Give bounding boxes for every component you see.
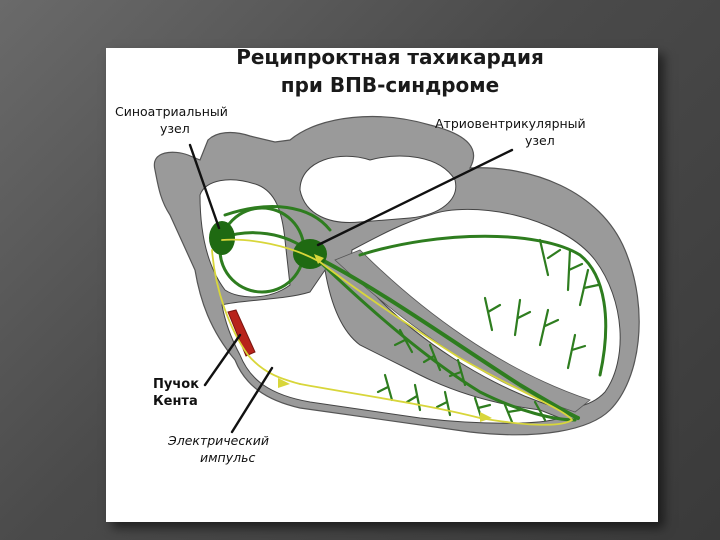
kent-bundle-label-line-2: Кента xyxy=(153,394,198,409)
impulse-label-line-2: импульс xyxy=(200,450,255,465)
diagram-title-line-2: при ВПВ-синдроме xyxy=(281,73,499,97)
av-node-label-line-1: Атриовентрикулярный xyxy=(435,116,586,131)
av-node-label-line-2: узел xyxy=(525,133,555,148)
impulse-label-line-1: Электрический xyxy=(167,433,269,448)
kent-bundle-label-line-1: Пучок xyxy=(153,377,199,392)
diagram-title-line-1: Реципроктная тахикардия xyxy=(236,45,544,69)
sa-node xyxy=(209,221,235,255)
sa-node-label-line-1: Синоатриальный xyxy=(115,104,228,119)
sa-node-label-line-2: узел xyxy=(160,121,190,136)
